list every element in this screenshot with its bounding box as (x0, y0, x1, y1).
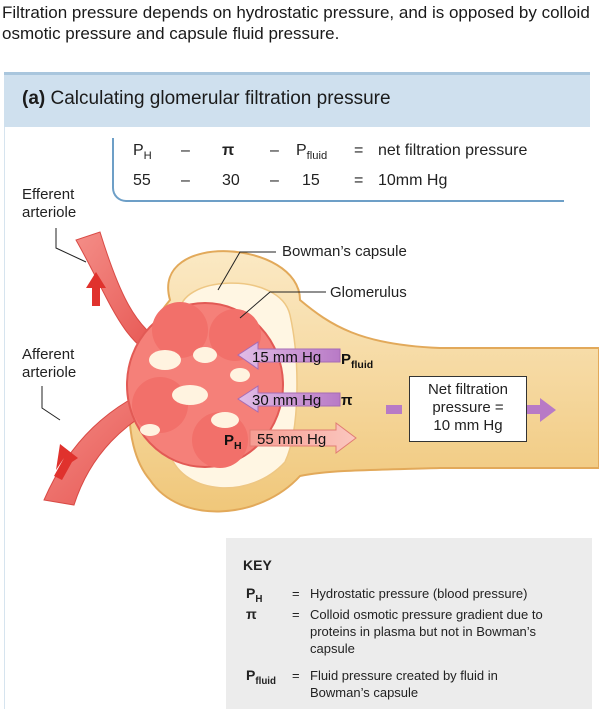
key-eq-pfluid: = (292, 668, 300, 683)
pfluid-value: 15 mm Hg (252, 349, 322, 366)
key-sym-pi: π (246, 606, 257, 622)
eq-ph: PH (133, 142, 152, 163)
eq-minus-2: – (270, 142, 279, 159)
eq-pi: π (222, 142, 235, 159)
net-filtration-arrow (386, 405, 402, 414)
pfluid-symbol: Pfluid (341, 351, 374, 371)
eq-val-result: 10mm Hg (378, 172, 448, 189)
figure-caption: Filtration pressure depends on hydrostat… (2, 3, 590, 43)
key-eq-ph: = (292, 586, 300, 601)
key-eq-pi: = (292, 607, 300, 622)
net-filtration-box: Net filtration pressure = 10 mm Hg (409, 376, 527, 442)
eq-result-label: net filtration pressure (378, 142, 528, 159)
equation-bracket (112, 138, 564, 202)
glomerulus-leader (239, 291, 326, 319)
eq-val-equals: = (354, 172, 364, 189)
net-box-line-2: pressure = (432, 399, 504, 416)
eq-val-pfluid: 15 (302, 172, 320, 189)
glomerulus-label: Glomerulus (330, 284, 407, 301)
panel-title-text: Calculating glomerular filtration pressu… (50, 88, 391, 109)
eq-val-ph: 55 (133, 172, 151, 189)
eq-val-pi: 30 (222, 172, 240, 189)
eq-val-minus-2: – (270, 172, 279, 189)
efferent-flow-arrow (86, 272, 106, 306)
net-box-line-3: 10 mm Hg (433, 417, 503, 434)
key-sym-pfluid: Pfluid (246, 667, 277, 687)
ph-symbol: PH (224, 432, 242, 452)
key-box (226, 538, 592, 709)
pi-symbol: π (341, 392, 353, 409)
eq-pfluid: Pfluid (296, 142, 328, 163)
key-def-pi: Colloid osmotic pressure gradient due to… (310, 607, 543, 656)
afferent-leader (41, 386, 61, 421)
net-box-line-1: Net filtration (427, 381, 509, 398)
key-title: KEY (243, 557, 272, 573)
pi-value: 30 mm Hg (252, 392, 322, 409)
eq-val-minus-1: – (181, 172, 190, 189)
ph-value: 55 mm Hg (257, 431, 327, 448)
eq-equals-1: = (354, 142, 364, 159)
panel-letter: (a) (22, 88, 46, 109)
panel-header (4, 72, 590, 127)
glomerulus-shape (126, 302, 284, 468)
bowmans-leader (217, 251, 276, 291)
ph-arrow (249, 422, 357, 454)
eq-minus-1: – (181, 142, 190, 159)
key-sym-ph: PH (246, 585, 263, 605)
pi-arrow (237, 385, 341, 413)
afferent-flow-arrow (54, 444, 78, 480)
key-def-ph: Hydrostatic pressure (blood pressure) (310, 586, 528, 601)
pfluid-arrow (237, 341, 341, 370)
panel-title: (a) Calculating glomerular filtration pr… (22, 88, 391, 110)
efferent-leader (55, 228, 87, 263)
bowmans-capsule-label: Bowman’s capsule (282, 243, 407, 260)
